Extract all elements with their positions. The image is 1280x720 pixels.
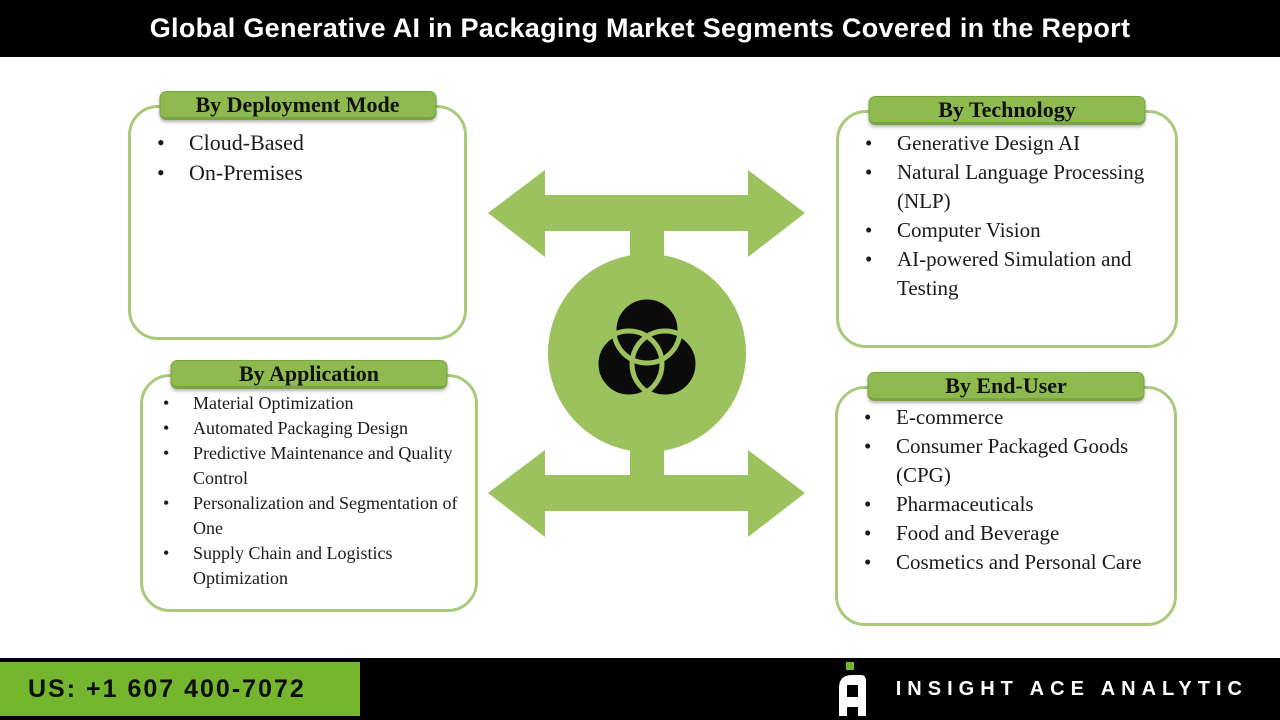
segment-item: Cloud-Based [131,128,464,158]
segment-header-end-user: By End-User [867,372,1145,401]
phone-badge: US: +1 607 400-7072 [0,662,360,716]
segment-item: Computer Vision [839,216,1175,245]
segment-list-end-user: E-commerceConsumer Packaged Goods (CPG)P… [838,403,1174,577]
segment-item: Food and Beverage [838,519,1174,548]
brand-name: INSIGHT ACE ANALYTIC [895,677,1248,700]
segment-item: E-commerce [838,403,1174,432]
venn-diagram-icon [593,294,701,400]
segment-list-deployment-mode: Cloud-BasedOn-Premises [131,128,464,188]
segment-item: Predictive Maintenance and Quality Contr… [143,441,475,491]
double-arrow-bottom-icon [488,430,805,537]
hub-circle [548,254,746,452]
segment-item: Material Optimization [143,391,475,416]
segment-item: Pharmaceuticals [838,490,1174,519]
footer-bar: US: +1 607 400-7072 INSIGHT ACE ANALYTIC [0,658,1280,720]
segment-item: Supply Chain and Logistics Optimization [143,541,475,591]
segment-box-technology: By Technology Generative Design AINatura… [836,96,1178,348]
segment-item: Automated Packaging Design [143,416,475,441]
title-bar: Global Generative AI in Packaging Market… [0,0,1280,57]
segment-header-technology: By Technology [868,96,1146,125]
page-title: Global Generative AI in Packaging Market… [149,13,1131,43]
segment-box-deployment-mode: By Deployment Mode Cloud-BasedOn-Premise… [128,91,467,340]
segment-item: Personalization and Segmentation of One [143,491,475,541]
segment-header-application: By Application [170,360,448,389]
segment-item: Generative Design AI [839,129,1175,158]
segment-item: AI-powered Simulation and Testing [839,245,1175,303]
segment-box-end-user: By End-User E-commerceConsumer Packaged … [835,372,1177,626]
segment-list-application: Material OptimizationAutomated Packaging… [143,391,475,591]
segment-header-deployment-mode: By Deployment Mode [159,91,436,120]
segment-item: Cosmetics and Personal Care [838,548,1174,577]
segment-item: Natural Language Processing (NLP) [839,158,1175,216]
segment-box-application: By Application Material OptimizationAuto… [140,360,478,612]
brand-a-icon [838,662,866,716]
brand-logo: INSIGHT ACE ANALYTIC [838,658,1248,720]
segment-item: Consumer Packaged Goods (CPG) [838,432,1174,490]
segment-item: On-Premises [131,158,464,188]
double-arrow-top-icon [488,170,805,282]
segment-list-technology: Generative Design AINatural Language Pro… [839,129,1175,303]
